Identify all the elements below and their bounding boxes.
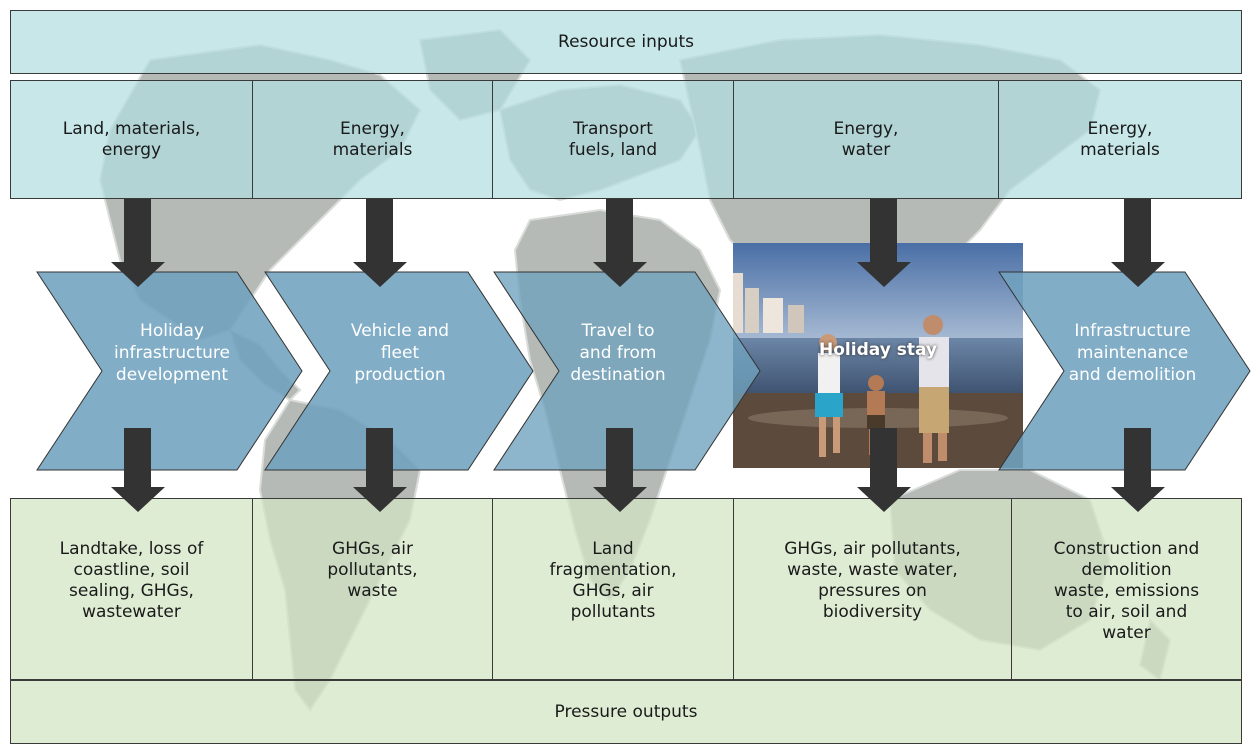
stage-chevron-3 (493, 271, 761, 471)
down-arrow-icon (1111, 199, 1165, 287)
resource-input-text: Energy, materials (332, 119, 413, 160)
down-arrow-icon (111, 428, 165, 512)
resource-input-text: Energy, water (833, 119, 899, 160)
pressure-output-cell: Landtake, loss of coastline, soil sealin… (10, 498, 253, 680)
resource-input-text: Transport fuels, land (568, 119, 658, 160)
down-arrow-icon (593, 428, 647, 512)
pressure-output-text: GHGs, air pollutants, waste, waste water… (784, 539, 961, 622)
stage-chevron-5 (998, 271, 1251, 471)
stage-label-vehicle-production: Vehicle and fleet production (350, 321, 450, 385)
stage-label-holiday-stay: Holiday stay (819, 340, 937, 360)
down-arrow-icon (857, 428, 911, 512)
pressure-output-text: GHGs, air pollutants, waste (327, 539, 418, 601)
beach-family-photo (733, 243, 1023, 468)
resource-input-cell: Land, materials, energy (10, 80, 253, 199)
resource-input-cell: Energy, water (733, 80, 999, 199)
resource-inputs-header: Resource inputs (10, 10, 1242, 74)
resource-input-cell: Transport fuels, land (492, 80, 734, 199)
stage-chevron-2 (264, 271, 534, 471)
down-arrow-icon (593, 199, 647, 287)
down-arrow-icon (857, 199, 911, 287)
pressure-output-cell: GHGs, air pollutants, waste (252, 498, 493, 680)
down-arrow-icon (1111, 428, 1165, 512)
pressure-output-cell: Construction and demolition waste, emiss… (1011, 498, 1242, 680)
pressure-outputs-label: Pressure outputs (554, 701, 698, 722)
down-arrow-icon (111, 199, 165, 287)
resource-inputs-label: Resource inputs (558, 31, 694, 52)
stage-label-maintenance-demolition: Infrastructure maintenance and demolitio… (1068, 321, 1197, 385)
pressure-output-text: Land fragmentation, GHGs, air pollutants (549, 539, 677, 622)
pressure-output-cell: GHGs, air pollutants, waste, waste water… (733, 498, 1012, 680)
resource-input-cell: Energy, materials (998, 80, 1242, 199)
pressure-output-cell: Land fragmentation, GHGs, air pollutants (492, 498, 734, 680)
resource-input-text: Land, materials, energy (62, 119, 201, 160)
resource-input-cell: Energy, materials (252, 80, 493, 199)
down-arrow-icon (353, 199, 407, 287)
stage-label-travel: Travel to and from destination (570, 321, 666, 385)
stage-label-infrastructure-development: Holiday infrastructure development (113, 321, 231, 385)
pressure-outputs-footer: Pressure outputs (10, 680, 1242, 744)
pressure-output-text: Landtake, loss of coastline, soil sealin… (59, 539, 204, 622)
resource-input-text: Energy, materials (1080, 119, 1160, 160)
down-arrow-icon (353, 428, 407, 512)
stage-chevron-1 (36, 271, 303, 471)
pressure-output-text: Construction and demolition waste, emiss… (1053, 539, 1200, 643)
